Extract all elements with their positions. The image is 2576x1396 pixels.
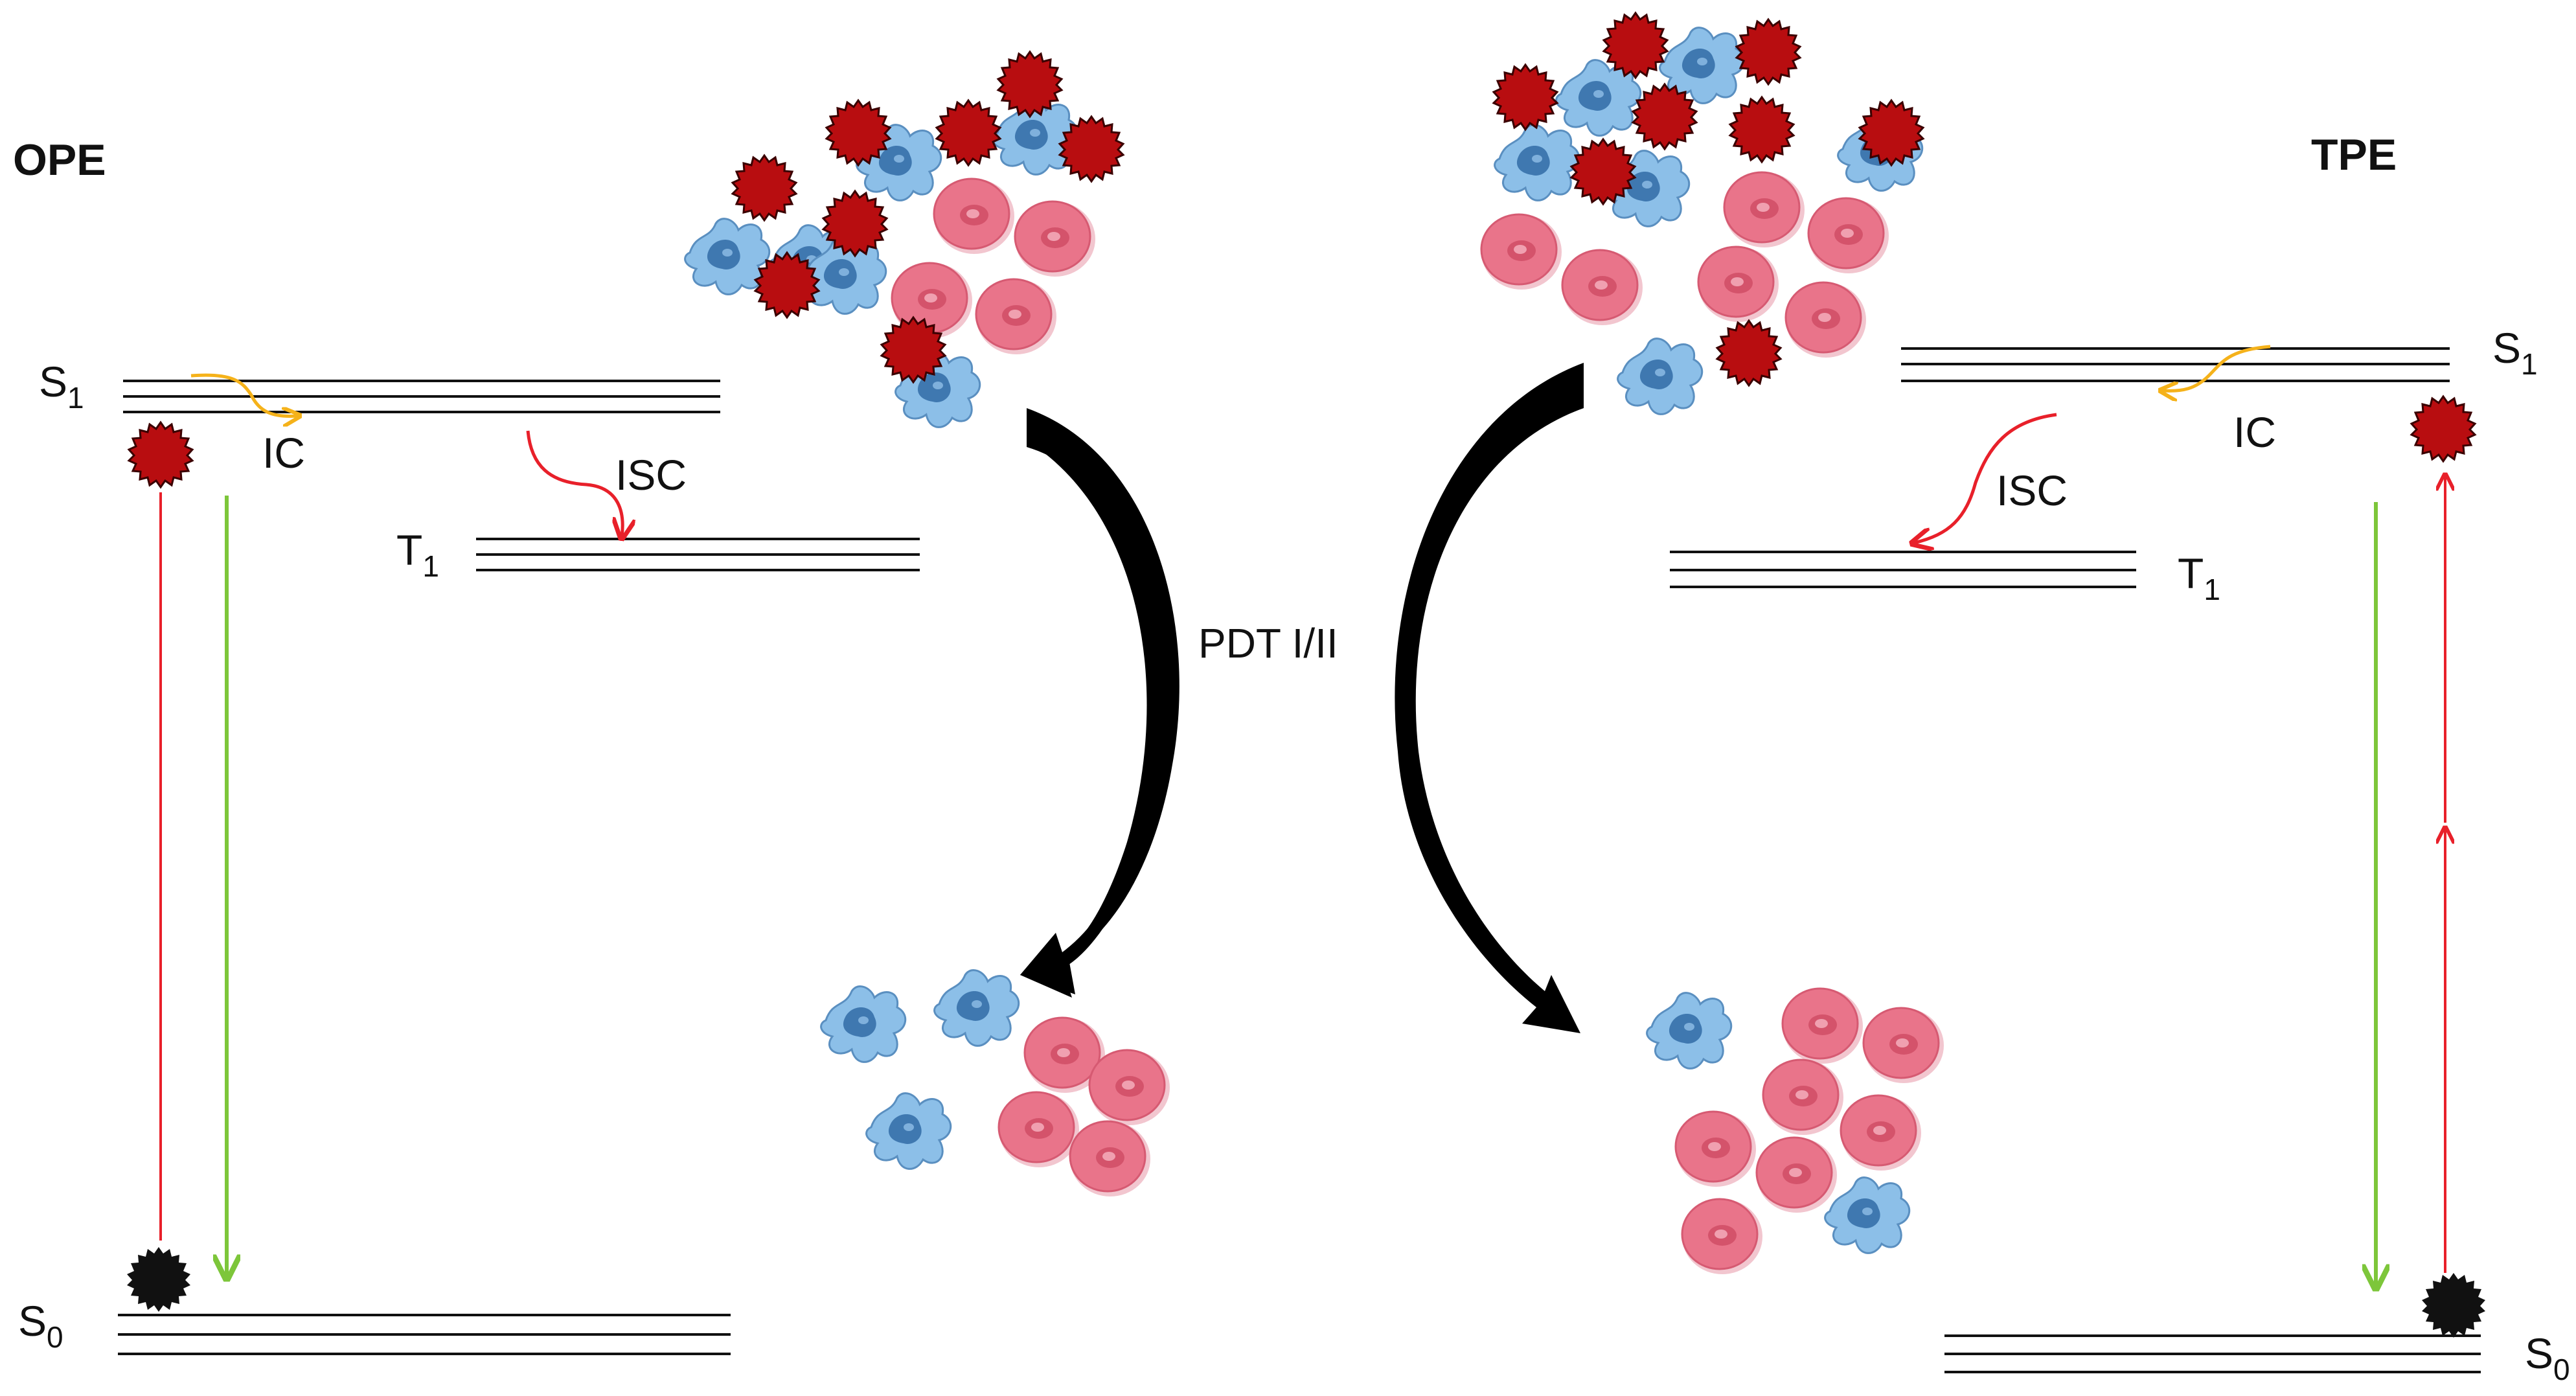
treated-cluster-bottom-left [820, 969, 1171, 1198]
isc-arrow-left [526, 430, 622, 536]
treated-cluster-bottom-right [1646, 987, 1945, 1276]
s1-level-left [123, 380, 720, 413]
pdt-arrow-right [1395, 363, 1584, 1033]
ic-label-right: IC [2233, 408, 2276, 456]
s1-label-right: S1 [2492, 324, 2538, 381]
t1-level-right [1670, 551, 2136, 588]
s0-level-left [118, 1314, 731, 1355]
s1-label-left: S1 [39, 358, 84, 415]
s0-label-right: S0 [2525, 1329, 2570, 1386]
s0-label-left: S0 [18, 1297, 63, 1354]
ic-arrow-right [2162, 345, 2271, 391]
ic-arrow-left [190, 373, 298, 416]
s1-level-right [1901, 347, 2450, 382]
tumor-cluster-top-right [1480, 12, 1924, 415]
pdt-arrow-left [1020, 408, 1180, 998]
t1-label-right: T1 [2178, 549, 2220, 606]
pdt-label: PDT I/II [1198, 620, 1338, 667]
ope-label: OPE [13, 135, 106, 185]
t1-label-left: T1 [396, 526, 439, 583]
t1-level-left [476, 538, 920, 571]
isc-label-left: ISC [615, 451, 687, 499]
ic-label-left: IC [262, 429, 305, 477]
ground-photosensitizer-right [2422, 1273, 2485, 1338]
tpe-label: TPE [2311, 130, 2397, 179]
tumor-cluster-top-left [684, 51, 1124, 428]
isc-label-right: ISC [1996, 466, 2068, 514]
ground-photosensitizer-left [127, 1247, 190, 1312]
s0-level-right [1944, 1334, 2481, 1373]
excited-photosensitizer-left [128, 421, 194, 488]
excited-photosensitizer-right [2410, 395, 2476, 463]
isc-arrow-right [1914, 413, 2057, 543]
